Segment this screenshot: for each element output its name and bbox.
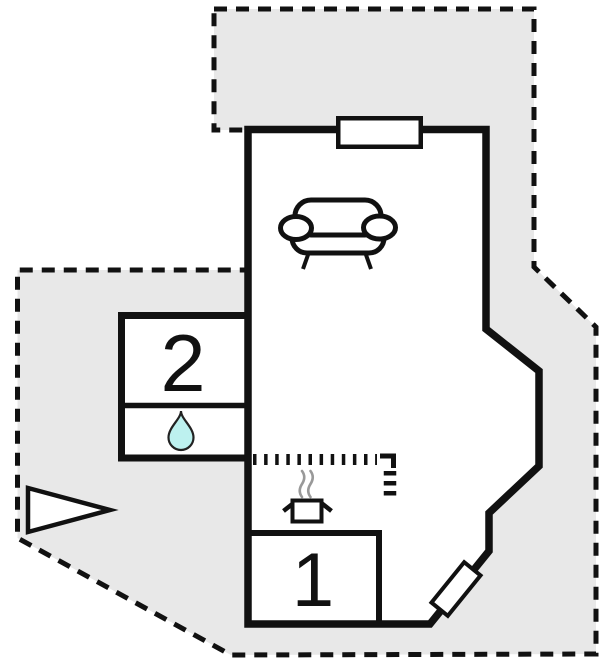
room-1-walls: [248, 530, 382, 624]
water-drop-icon: [167, 410, 195, 452]
counter-corner: [380, 453, 396, 468]
sofa-icon: [278, 197, 398, 270]
room-2-label: 2: [160, 319, 205, 409]
steam-line-left: [298, 469, 306, 499]
window-marker-diagonal: [428, 559, 484, 619]
room-1-label: 1: [292, 538, 334, 623]
window-marker-top: [336, 116, 423, 149]
stove-pot-icon: [282, 469, 333, 524]
direction-triangle-icon: [25, 485, 119, 535]
steam-line-right: [306, 469, 315, 499]
